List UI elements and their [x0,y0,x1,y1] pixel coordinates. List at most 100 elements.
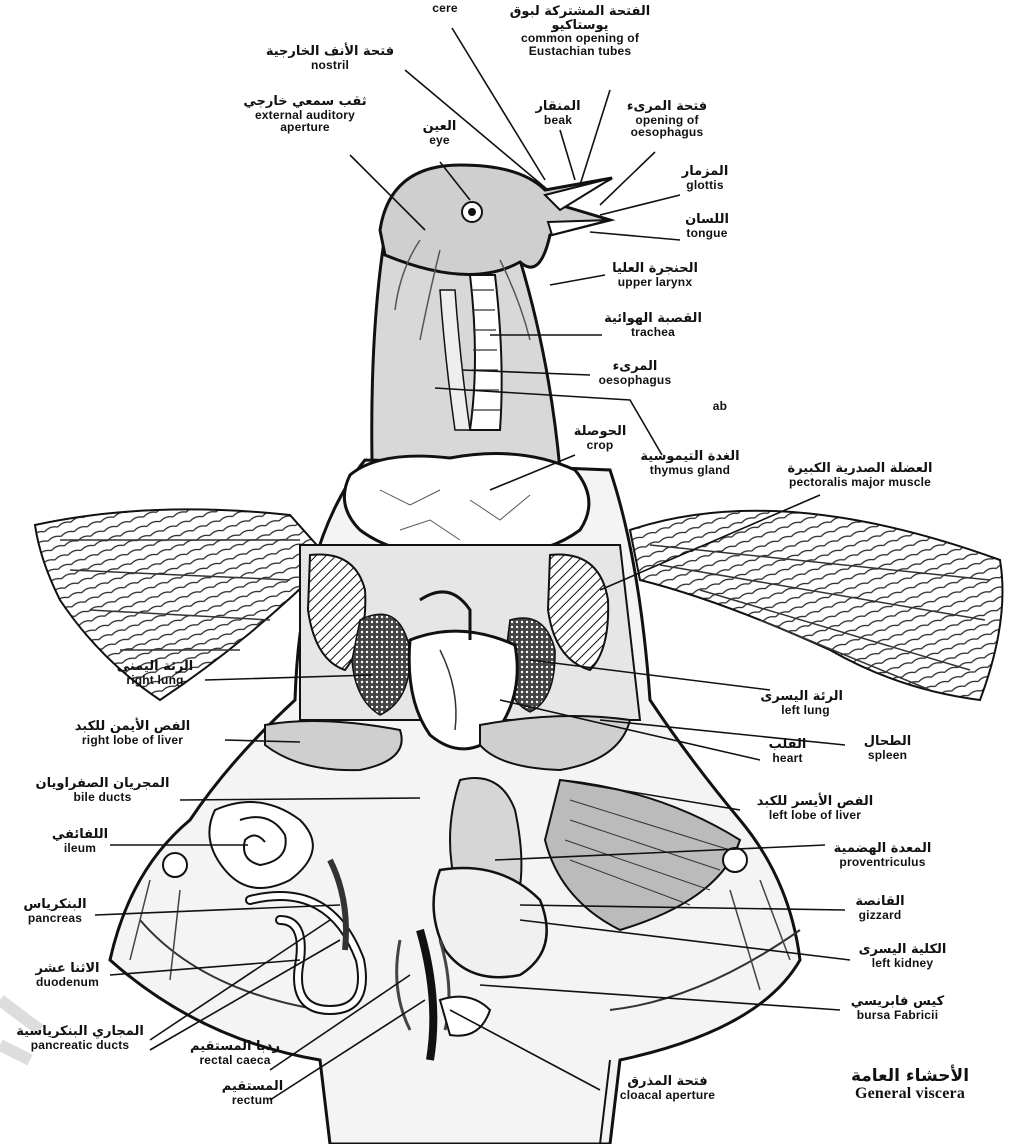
label-left-kidney: الكلية اليسرى left kidney [850,943,955,969]
label-heart-ar: القلب [755,738,820,752]
label-trachea-en: trachea [598,326,708,339]
label-eye-en: eye [412,134,467,147]
right-wing [630,511,1003,700]
label-left-liver-en: left lobe of liver [740,809,890,822]
label-duodenum-en: duodenum [20,976,115,989]
label-left-lung: الرئة اليسرى left lung [768,690,843,716]
label-right-lung-ar: الرئة اليمنى [105,660,205,674]
label-eustachian-en: common opening of Eustachian tubes [495,32,665,57]
label-eye-ar: العين [412,120,467,134]
label-oesophagus: المرىء oesophagus [585,360,685,386]
label-duodenum: الاثنا عشر duodenum [20,962,115,988]
label-oesophagus-en: oesophagus [585,374,685,387]
label-right-liver-ar: الفص الأيمن للكبد [40,720,225,734]
label-rectal-caeca: ردبا المستقيم rectal caeca [190,1040,280,1066]
label-oesophagus-ar: المرىء [585,360,685,374]
label-left-lung-en: left lung [768,704,843,717]
label-oesophagus-opening-en: opening of oesophagus [612,114,722,139]
label-right-liver-en: right lobe of liver [40,734,225,747]
label-pectoralis-en: pectoralis major muscle [755,476,965,489]
label-crop: الحوصلة crop [570,425,630,451]
label-ab: ab [700,400,740,413]
label-oesophagus-opening-ar: فتحة المرىء [612,100,722,114]
label-rectum-en: rectum [215,1094,290,1107]
label-proventriculus: المعدة الهضمية proventriculus [820,842,945,868]
label-proventriculus-en: proventriculus [820,856,945,869]
label-spleen-ar: الطحال [850,735,925,749]
label-left-kidney-ar: الكلية اليسرى [850,943,955,957]
label-eustachian: الفتحة المشتركة لبوق يوستاكيو common ope… [495,5,665,57]
label-left-kidney-en: left kidney [850,957,955,970]
label-cloacal-ar: فتحة المذرق [600,1075,735,1089]
label-bursa-ar: كيس فابريسي [835,995,960,1009]
label-proventriculus-ar: المعدة الهضمية [820,842,945,856]
label-crop-ar: الحوصلة [570,425,630,439]
label-rectal-caeca-en: rectal caeca [190,1054,280,1067]
label-glottis-en: glottis [675,179,735,192]
diagram-title-en: General viscera [820,1086,1000,1103]
trachea-tube [470,275,502,430]
label-bile-ducts: المجريان الصفراويان bile ducts [20,777,185,803]
label-pancreas: البنكرياس pancreas [10,898,100,924]
label-nostril-ar: فتحة الأنف الخارجية [255,45,405,59]
label-rectum-ar: المستقيم [215,1080,290,1094]
label-thymus: الغدة التيموسية thymus gland [635,450,745,476]
label-cloacal: فتحة المذرق cloacal aperture [600,1075,735,1101]
diagram-title-ar: الأحشاء العامة [820,1068,1000,1086]
label-auditory: ثقب سمعي خارجي external auditory apertur… [230,95,380,134]
label-crop-en: crop [570,439,630,452]
label-tongue-en: tongue [672,227,742,240]
label-tongue-ar: اللسان [672,213,742,227]
label-bile-ducts-en: bile ducts [20,791,185,804]
label-left-lung-ar: الرئة اليسرى [768,690,843,704]
label-auditory-ar: ثقب سمعي خارجي [230,95,380,109]
label-beak-en: beak [528,114,588,127]
label-bursa-en: bursa Fabricii [835,1009,960,1022]
label-cloacal-en: cloacal aperture [600,1089,735,1102]
label-upper-larynx: الحنجرة العليا upper larynx [595,262,715,288]
label-ab-en: ab [700,400,740,413]
label-oesophagus-opening: فتحة المرىء opening of oesophagus [612,100,722,139]
label-glottis-ar: المزمار [675,165,735,179]
label-cere: cere [415,2,475,15]
label-beak: المنقار beak [528,100,588,126]
label-pancreas-ar: البنكرياس [10,898,100,912]
label-tongue: اللسان tongue [672,213,742,239]
label-upper-larynx-en: upper larynx [595,276,715,289]
label-cere-en: cere [415,2,475,15]
label-left-liver: الفص الأيسر للكبد left lobe of liver [740,795,890,821]
label-pancreas-en: pancreas [10,912,100,925]
crop-shape [344,454,589,556]
label-pancreatic-ducts-ar: المجاري البنكرياسية [5,1025,155,1039]
label-pectoralis-ar: العضلة الصدرية الكبيرة [755,462,965,476]
label-nostril: فتحة الأنف الخارجية nostril [255,45,405,71]
label-thymus-ar: الغدة التيموسية [635,450,745,464]
label-left-liver-ar: الفص الأيسر للكبد [740,795,890,809]
label-heart: القلب heart [755,738,820,764]
label-ileum-ar: اللفائفي [45,828,115,842]
label-pancreatic-ducts-en: pancreatic ducts [5,1039,155,1052]
label-spleen-en: spleen [850,749,925,762]
label-beak-ar: المنقار [528,100,588,114]
label-trachea-ar: القصبة الهوائية [598,312,708,326]
label-heart-en: heart [755,752,820,765]
label-bile-ducts-ar: المجريان الصفراويان [20,777,185,791]
label-bursa: كيس فابريسي bursa Fabricii [835,995,960,1021]
label-gizzard: القانصة gizzard [845,895,915,921]
label-duodenum-ar: الاثنا عشر [20,962,115,976]
label-gizzard-en: gizzard [845,909,915,922]
label-eustachian-ar: الفتحة المشتركة لبوق يوستاكيو [495,5,665,32]
label-pectoralis: العضلة الصدرية الكبيرة pectoralis major … [755,462,965,488]
label-right-liver: الفص الأيمن للكبد right lobe of liver [40,720,225,746]
label-ileum: اللفائفي ileum [45,828,115,854]
label-rectal-caeca-ar: ردبا المستقيم [190,1040,280,1054]
label-ileum-en: ileum [45,842,115,855]
label-pancreatic-ducts: المجاري البنكرياسية pancreatic ducts [5,1025,155,1051]
label-gizzard-ar: القانصة [845,895,915,909]
label-nostril-en: nostril [255,59,405,72]
label-right-lung-en: right lung [105,674,205,687]
label-rectum: المستقيم rectum [215,1080,290,1106]
label-trachea: القصبة الهوائية trachea [598,312,708,338]
